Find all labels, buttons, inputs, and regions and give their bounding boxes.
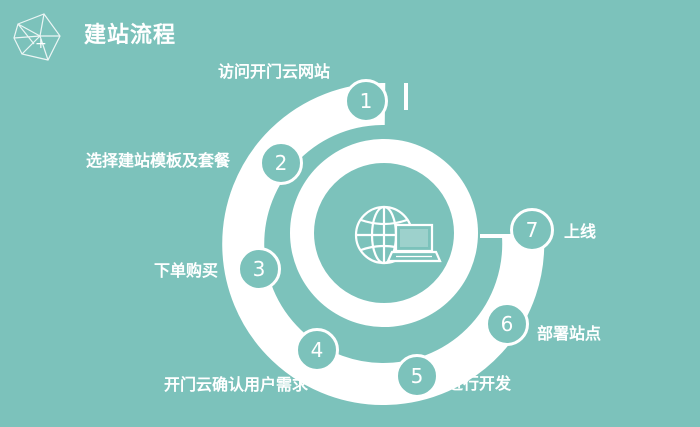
globe-laptop-icon	[354, 205, 442, 265]
step-2-badge: 2	[259, 141, 303, 185]
step-3-badge: 3	[237, 247, 281, 291]
step-6-label: 部署站点	[537, 324, 602, 343]
page-title: 建站流程	[84, 23, 177, 48]
step-5-label: 进行开发	[447, 374, 512, 393]
step-5-badge: 5	[395, 354, 439, 398]
geometric-logo-icon: +	[13, 13, 61, 61]
step-3-label: 下单购买	[154, 261, 219, 280]
step-2-label: 选择建站模板及套餐	[86, 151, 231, 170]
step-1-label: 访问开门云网站	[218, 62, 331, 81]
step-1-badge: 1	[344, 79, 388, 123]
step-4-label: 开门云确认用户需求	[164, 375, 309, 394]
step-6-badge: 6	[485, 302, 529, 346]
svg-text:+: +	[35, 36, 47, 52]
step-7-label: 上线	[564, 222, 597, 241]
step-7-badge: 7	[510, 208, 554, 252]
step-4-badge: 4	[295, 328, 339, 372]
